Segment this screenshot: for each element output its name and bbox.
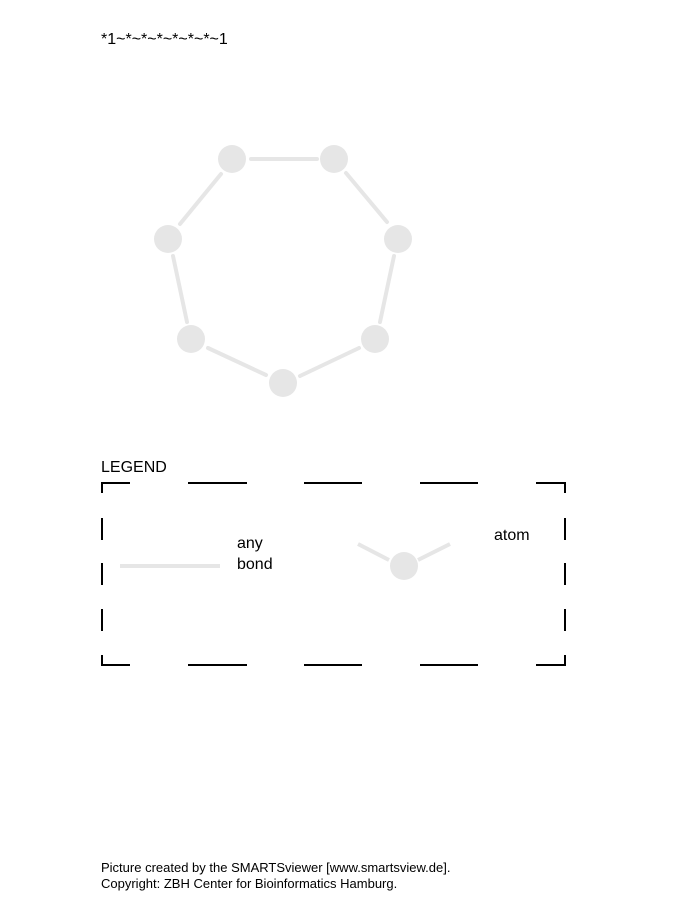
- footer-credit: Picture created by the SMARTSviewer [www…: [101, 860, 451, 875]
- bond: [298, 346, 361, 378]
- bond: [171, 254, 189, 324]
- atom: [269, 369, 297, 397]
- atom: [177, 325, 205, 353]
- atom: [361, 325, 389, 353]
- legend-title: LEGEND: [101, 459, 167, 476]
- legend-bond-label: any bond: [237, 535, 273, 573]
- footer: Picture created by the SMARTSviewer [www…: [101, 860, 450, 892]
- ring-bonds: [171, 157, 396, 378]
- footer-copyright: Copyright: ZBH Center for Bioinformatics…: [101, 876, 398, 891]
- bond: [378, 254, 396, 324]
- smarts-pattern: *1~*~*~*~*~*~*~1: [101, 31, 228, 48]
- legend-atom-label: atom: [494, 527, 530, 544]
- bond: [344, 171, 389, 224]
- bond: [178, 172, 223, 226]
- legend-atom-symbol: [357, 542, 451, 580]
- atom: [320, 145, 348, 173]
- atom: [154, 225, 182, 253]
- atom: [218, 145, 246, 173]
- legend-border: [101, 482, 566, 666]
- atom: [384, 225, 412, 253]
- ring-atoms: [154, 145, 412, 397]
- bond: [206, 346, 268, 377]
